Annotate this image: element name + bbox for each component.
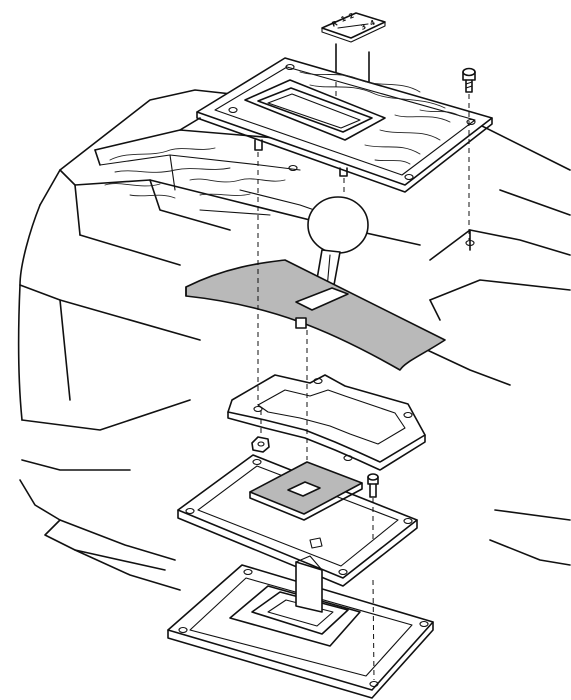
retaining-frame [227,374,426,471]
gear-pattern-plate: R 1 2 3 4 [321,12,386,43]
gear-label-r: R [331,19,340,29]
gear-gaiter [185,259,446,371]
console-body-outline [17,89,571,591]
gear-label-4: 4 [369,19,377,28]
nut [251,436,270,453]
screw-top-right [462,67,476,93]
base-housing [167,537,434,699]
gear-label-3: 3 [360,23,368,32]
screw-seal-plate [367,473,379,498]
console-trim-bezel [196,57,493,193]
gear-label-2: 2 [348,12,356,21]
grey-seal-pad [249,461,363,521]
gear-label-1: 1 [340,15,348,24]
assembly-guide-lines [257,82,470,681]
